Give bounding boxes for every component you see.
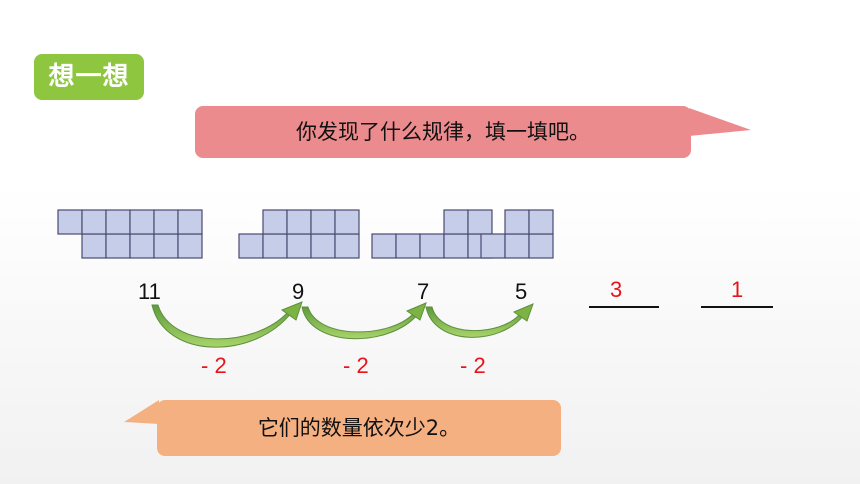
block-cell: [371, 233, 397, 259]
block-group-1: [57, 209, 203, 259]
difference-label-1: - 2: [201, 353, 227, 378]
block-group-4: [480, 209, 554, 259]
block-cell: [177, 233, 203, 259]
block-cell: [105, 209, 131, 235]
difference-label-2: - 2: [343, 353, 369, 378]
prompt-bubble-tail: [689, 108, 751, 136]
difference-label-3: - 2: [460, 353, 486, 378]
block-cell: [262, 209, 288, 235]
title-badge: 想一想: [34, 54, 144, 100]
block-cell: [334, 233, 360, 259]
block-cell: [504, 209, 530, 235]
arrow-9-to-7: [301, 305, 425, 340]
block-cell: [129, 233, 155, 259]
arrow-head-1: [280, 301, 303, 321]
block-cell: [528, 233, 554, 259]
block-cell: [467, 209, 493, 235]
prompt-bubble: 你发现了什么规律，填一填吧。: [195, 106, 691, 158]
answer-bubble-tail: [124, 400, 159, 424]
block-cell: [81, 233, 107, 259]
sequence-answer-2: 1: [731, 277, 744, 302]
arrow-head-3: [512, 303, 534, 322]
block-cell: [443, 209, 469, 235]
block-cell: [395, 233, 421, 259]
sequence-number-2: 9: [292, 279, 305, 304]
block-cell: [57, 209, 83, 235]
block-cell: [528, 209, 554, 235]
block-cell: [334, 209, 360, 235]
sequence-number-1: 11: [138, 279, 161, 304]
block-cell: [443, 233, 469, 259]
block-cell: [238, 233, 264, 259]
answer-blank-2: [701, 306, 773, 308]
block-cell: [153, 209, 179, 235]
sequence-number-3: 7: [417, 279, 430, 304]
block-cell: [129, 209, 155, 235]
answer-blank-1: [589, 306, 659, 308]
arrow-head-2: [405, 302, 427, 321]
arrow-11-to-9: [151, 303, 301, 348]
sequence-number-4: 5: [515, 279, 528, 304]
answer-bubble: 它们的数量依次少2。: [157, 400, 561, 456]
block-cell: [177, 209, 203, 235]
block-group-2: [238, 209, 360, 259]
sequence-answer-1: 3: [610, 277, 623, 302]
